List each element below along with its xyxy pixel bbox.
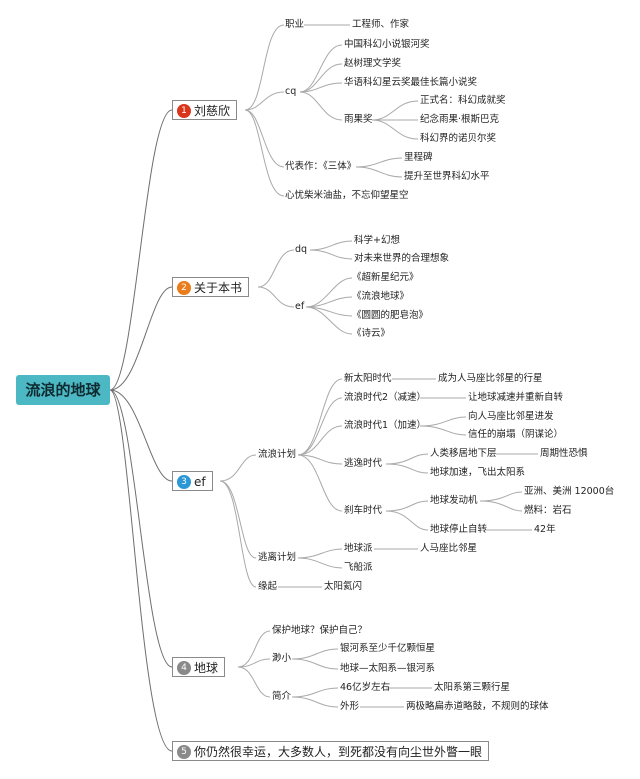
node-supernova-era[interactable]: 《超新星纪元》 bbox=[352, 272, 419, 283]
node-soap-bubble[interactable]: 《圆圆的肥皂泡》 bbox=[352, 310, 429, 321]
node-earth-accelerate[interactable]: 地球加速，飞出太阳系 bbox=[430, 467, 526, 478]
node-engineer-writer[interactable]: 工程师、作家 bbox=[352, 19, 410, 30]
node-tiny[interactable]: 渺小 bbox=[272, 653, 292, 664]
node-periodic-fear[interactable]: 周期性恐惧 bbox=[540, 448, 588, 459]
node-wandering-earth[interactable]: 《流浪地球》 bbox=[352, 291, 410, 302]
node-third-planet[interactable]: 太阳系第三颗行星 bbox=[434, 682, 511, 693]
node-occupation[interactable]: 职业 bbox=[285, 19, 305, 30]
number-badge: 1 bbox=[177, 103, 191, 118]
node-fuel-rock[interactable]: 燃料：岩石 bbox=[524, 505, 572, 516]
node-ef-works[interactable]: ef bbox=[295, 301, 305, 312]
node-look-at-stars[interactable]: 心忧柴米油盐，不忘仰望星空 bbox=[285, 190, 409, 201]
node-milestone[interactable]: 里程碑 bbox=[404, 152, 433, 163]
node-wandering-plan[interactable]: 流浪计划 bbox=[258, 449, 297, 460]
node-new-sun-era[interactable]: 新太阳时代 bbox=[344, 373, 392, 384]
node-helium-flash[interactable]: 太阳氦闪 bbox=[324, 581, 363, 592]
node-intro[interactable]: 简介 bbox=[272, 691, 292, 702]
node-wandering-era-2[interactable]: 流浪时代2（减速） bbox=[344, 392, 427, 403]
branch-label: 刘慈欣 bbox=[194, 104, 231, 118]
node-nobel-of-scifi[interactable]: 科幻界的诺贝尔奖 bbox=[420, 133, 497, 144]
node-gernsback[interactable]: 纪念雨果·根斯巴克 bbox=[420, 114, 500, 125]
node-proxima[interactable]: 人马座比邻星 bbox=[420, 543, 478, 554]
node-nebula-award[interactable]: 华语科幻星云奖最佳长篇小说奖 bbox=[344, 77, 478, 88]
node-head-to-proxima[interactable]: 向人马座比邻星进发 bbox=[468, 411, 554, 422]
node-poetry-cloud[interactable]: 《诗云》 bbox=[352, 328, 391, 339]
node-official-name[interactable]: 正式名：科幻成就奖 bbox=[420, 95, 506, 106]
node-protect-question[interactable]: 保护地球？保护自己？ bbox=[272, 625, 368, 636]
node-world-level[interactable]: 提升至世界科幻水平 bbox=[404, 171, 490, 182]
node-move-underground[interactable]: 人类移居地下层 bbox=[430, 448, 497, 459]
node-decelerate-rotate[interactable]: 让地球减速并重新自转 bbox=[468, 392, 564, 403]
node-science-fantasy[interactable]: 科学+幻想 bbox=[354, 235, 400, 246]
node-origin[interactable]: 缘起 bbox=[258, 581, 278, 592]
branch-label: 你仍然很幸运，大多数人，到死都没有向尘世外瞥一眼 bbox=[194, 745, 483, 759]
node-representative-work[interactable]: 代表作：《三体》 bbox=[285, 161, 357, 172]
node-zhao-shuli-award[interactable]: 赵树理文学奖 bbox=[344, 58, 402, 69]
node-stop-rotation[interactable]: 地球停止自转 bbox=[430, 524, 488, 535]
node-cq[interactable]: cq bbox=[285, 86, 297, 97]
node-galaxy-award[interactable]: 中国科幻小说银河奖 bbox=[344, 39, 430, 50]
number-badge: 3 bbox=[177, 474, 191, 489]
number-badge: 2 bbox=[177, 280, 191, 295]
branch-label: 地球 bbox=[194, 661, 219, 675]
node-earth-solar-galaxy[interactable]: 地球—太阳系—银河系 bbox=[340, 663, 436, 674]
node-brake-era[interactable]: 刹车时代 bbox=[344, 505, 383, 516]
node-engine-count[interactable]: 亚洲、美洲 12000台 bbox=[524, 486, 615, 497]
number-badge: 5 bbox=[177, 744, 191, 759]
number-badge: 4 bbox=[177, 660, 191, 675]
branch-label: 关于本书 bbox=[194, 281, 243, 295]
node-age[interactable]: 46亿岁左右 bbox=[340, 682, 391, 693]
node-escape-era[interactable]: 逃逸时代 bbox=[344, 458, 383, 469]
node-dq[interactable]: dq bbox=[295, 244, 308, 255]
node-shape-desc[interactable]: 两极略扁赤道略鼓，不规则的球体 bbox=[406, 701, 549, 712]
node-escape-plan[interactable]: 逃离计划 bbox=[258, 552, 297, 563]
branch-label: ef bbox=[194, 475, 206, 489]
node-hugo-award[interactable]: 雨果奖 bbox=[344, 114, 373, 125]
root-node[interactable]: 流浪的地球 bbox=[16, 375, 110, 405]
node-shape[interactable]: 外形 bbox=[340, 701, 360, 712]
node-trust-collapse[interactable]: 信任的崩塌（阴谋论） bbox=[468, 429, 564, 440]
node-42-years[interactable]: 42年 bbox=[534, 524, 556, 535]
node-wandering-era-1[interactable]: 流浪时代1（加速） bbox=[344, 420, 427, 431]
node-future-imagination[interactable]: 对未来世界的合理想象 bbox=[354, 253, 450, 264]
node-ship-faction[interactable]: 飞船派 bbox=[344, 562, 373, 573]
node-become-planet[interactable]: 成为人马座比邻星的行星 bbox=[438, 373, 543, 384]
node-galaxy-stars[interactable]: 银河系至少千亿颗恒星 bbox=[340, 643, 436, 654]
node-earth-engine[interactable]: 地球发动机 bbox=[430, 495, 478, 506]
node-earth-faction[interactable]: 地球派 bbox=[344, 543, 373, 554]
